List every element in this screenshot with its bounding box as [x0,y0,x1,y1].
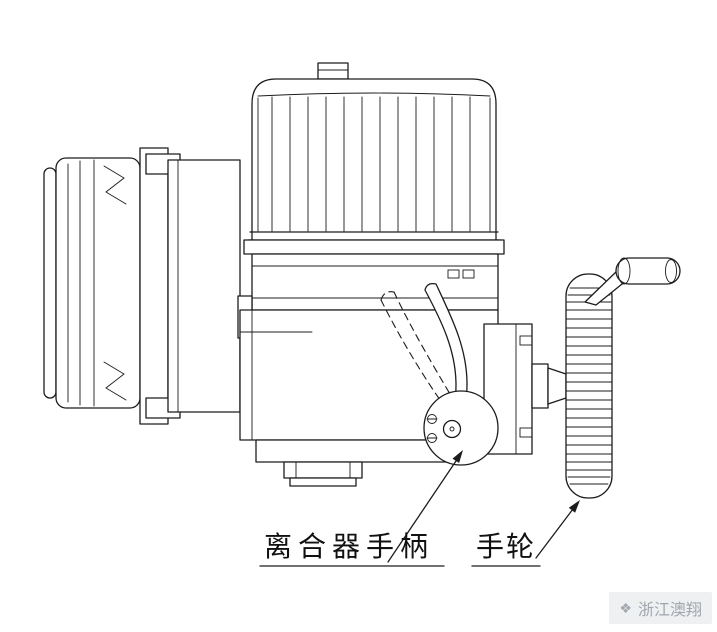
base-plate [255,439,451,463]
terminal-screw-1 [447,269,460,279]
crank-grip [615,257,681,285]
lever-ghost-cap [380,291,395,301]
shaft-step-1 [531,363,549,409]
motor-end-cap [43,167,57,399]
motor-assembly [43,147,241,425]
clutch-hub [423,390,499,466]
watermark: ❖ 浙江澳翔 [609,592,712,624]
cover-top-tab [317,62,349,80]
hub-stub [442,419,462,439]
cover-side-inner-lines [257,97,491,232]
bottom-flange-lines [295,461,351,479]
shaft-step-2 [547,367,567,405]
terminal-screw-2 [462,269,475,279]
housing-notch-bottom [519,427,533,438]
leader-handwheel [535,500,580,559]
clutch-lever-ghost [380,291,457,411]
leader-clutch [387,450,463,563]
handwheel-rim [565,273,613,499]
mounting-plate [167,159,241,413]
watermark-logo-icon: ❖ [619,600,632,616]
cover-ribs [271,96,471,232]
label-handwheel: 手轮 [476,531,536,563]
callout-labels: 离合器手柄 手轮 [259,531,541,567]
crank-grip-cap-right [665,259,677,283]
leader-handwheel-line [535,508,574,559]
label-clutch-handle: 离合器手柄 [264,531,434,563]
crank-handle [584,257,681,306]
mid-housing-outline [251,253,499,311]
housing-notch-top [519,335,533,346]
motor-flange [139,147,169,425]
handwheel-shaft [531,363,567,409]
cover-outline [251,78,497,240]
crank-grip-cap-left [617,257,631,285]
hub-pin [449,426,455,432]
motor-body-lines [67,159,95,407]
clamp-detail-top [103,165,127,205]
leader-clutch-line [387,460,457,563]
leader-clutch-arrow [452,450,463,463]
leader-handwheel-arrow [568,500,580,513]
watermark-text: 浙江澳翔 [637,602,702,619]
bottom-lip [289,477,357,487]
lever-ghost-inner [393,291,457,405]
cover-flange [243,239,505,255]
motor-body [55,157,141,409]
handwheel [565,273,613,499]
clamp-detail-bottom [103,361,127,401]
lever-ghost-outer [380,299,448,411]
electrical-cover [243,62,505,255]
mid-housing [237,253,499,339]
cover-rim-line [257,92,491,97]
